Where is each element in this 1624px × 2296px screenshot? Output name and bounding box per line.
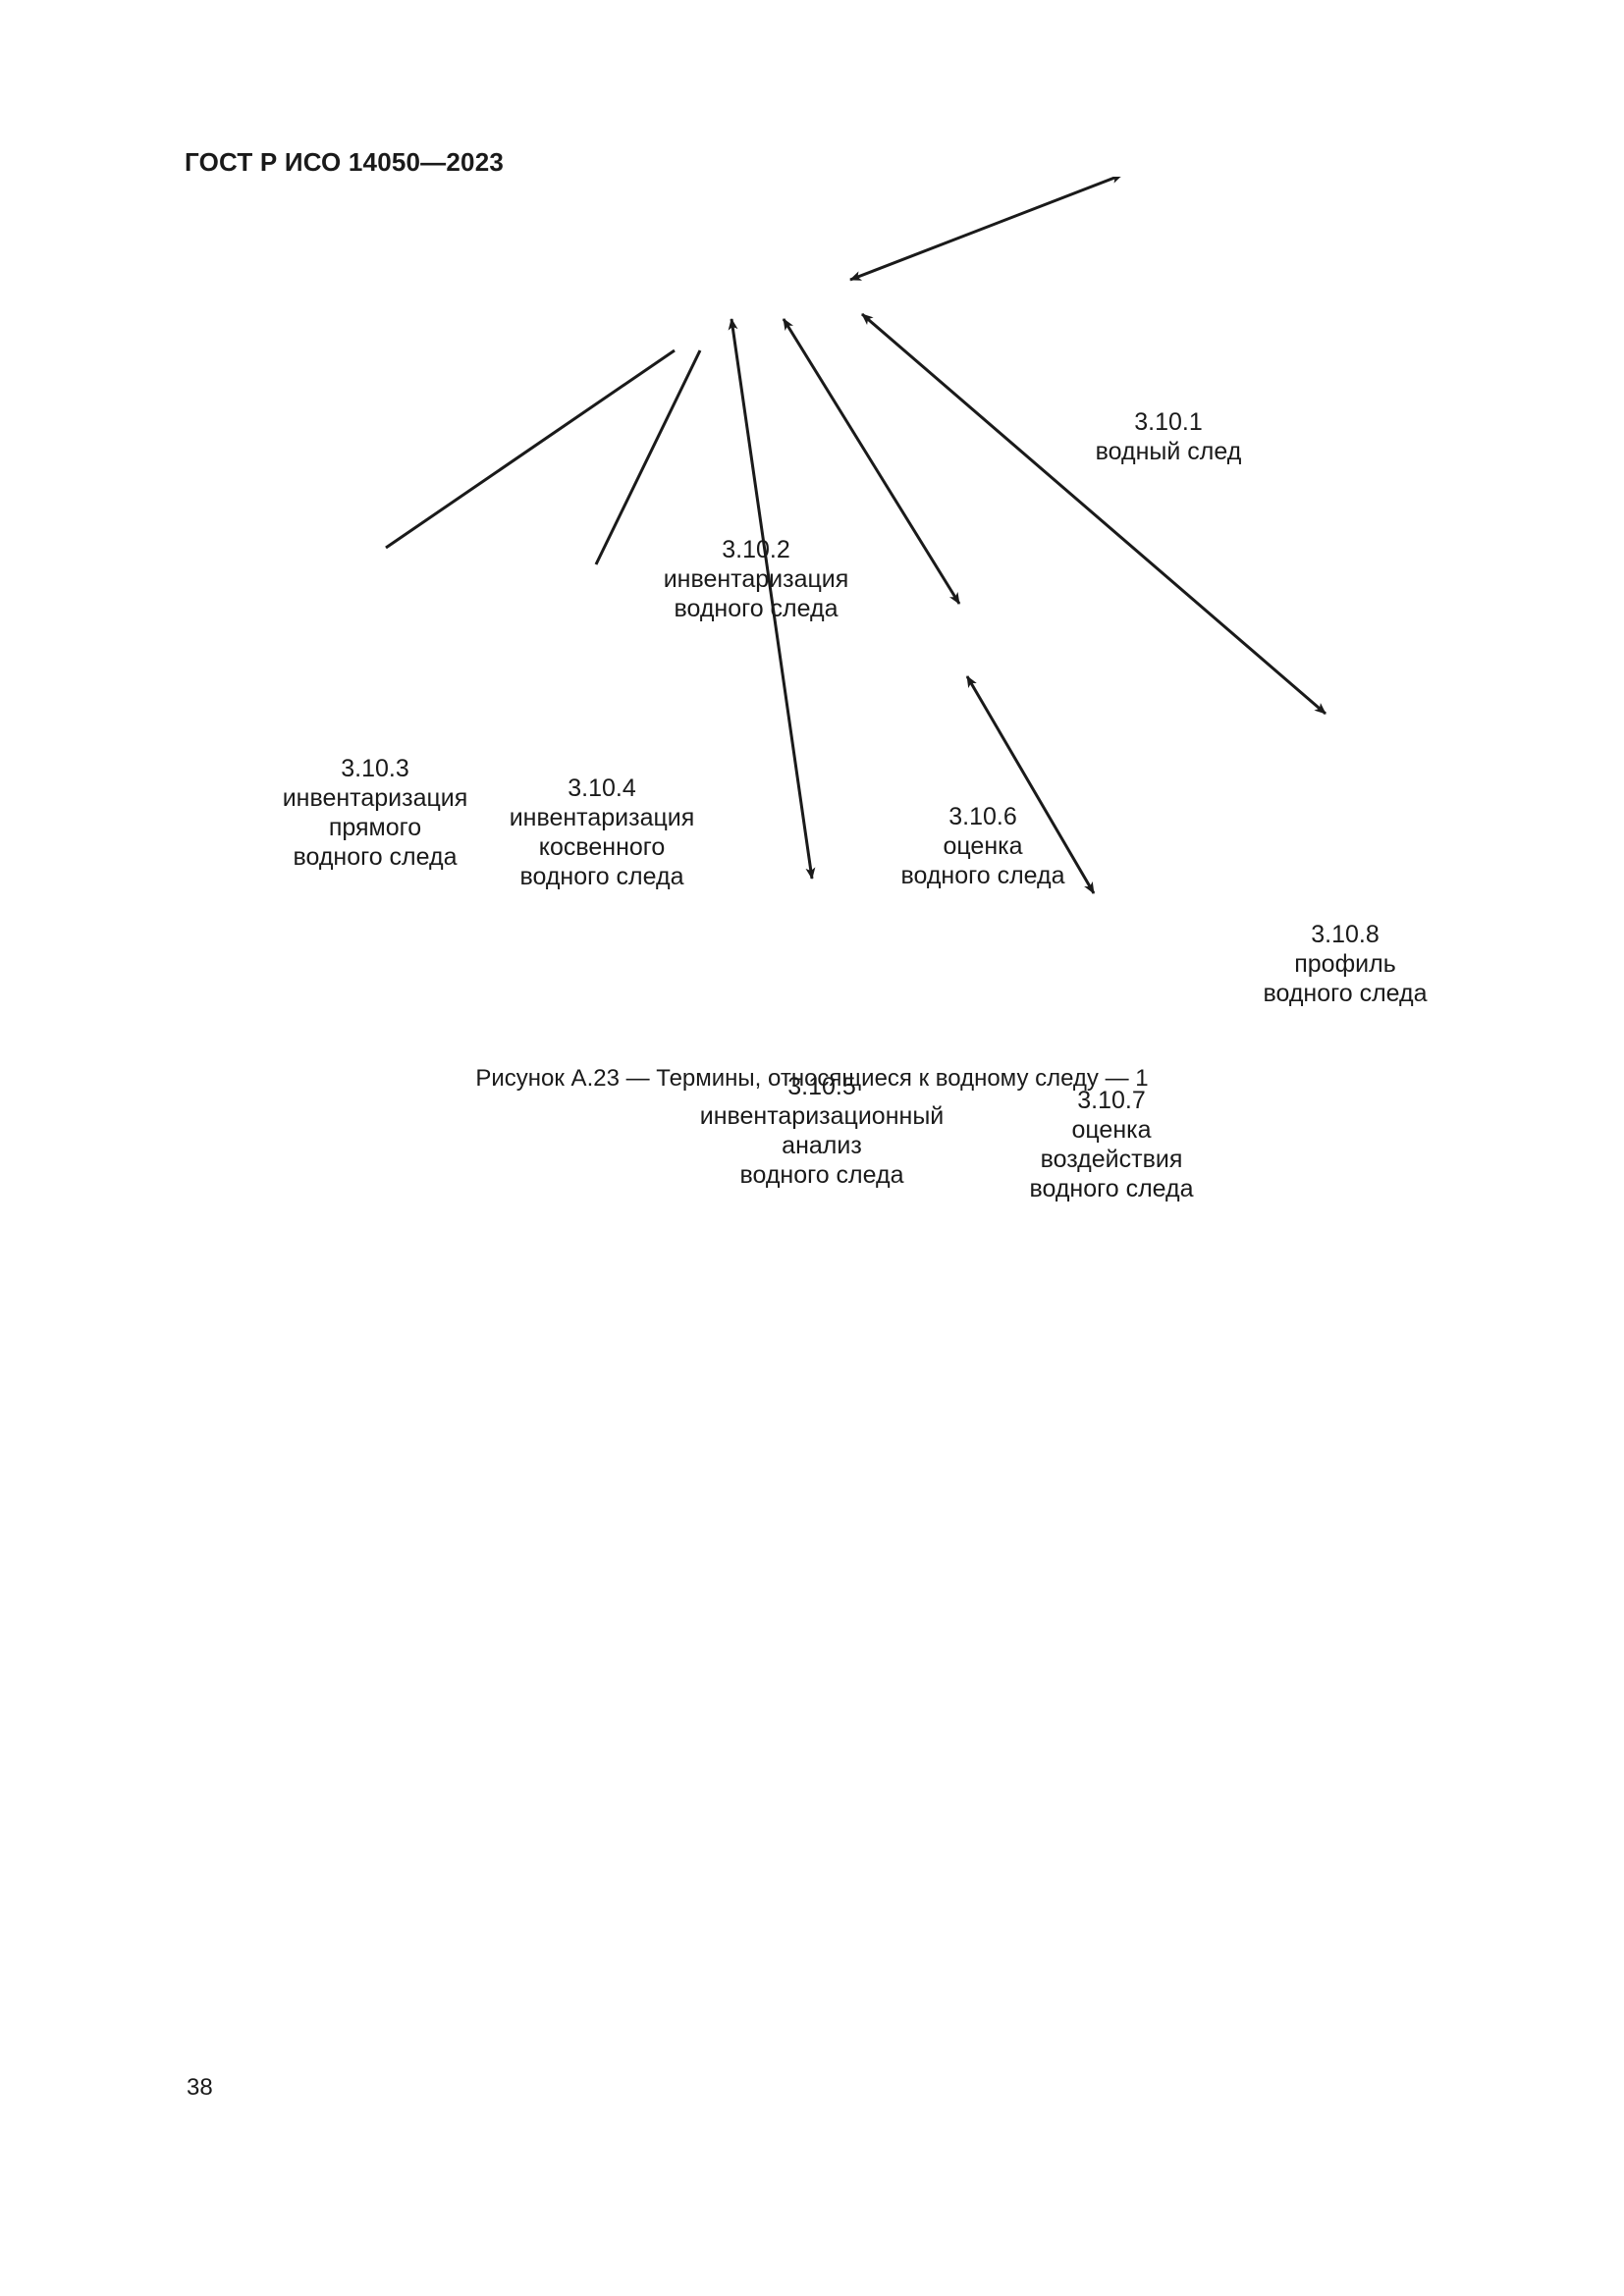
node-3-10-2-term: инвентаризация водного следа	[664, 564, 849, 623]
edge-3-10-3-to-3-10-2	[385, 348, 676, 550]
node-3-10-5-term-line: водного следа	[739, 1161, 904, 1189]
node-3-10-6[interactable]: 3.10.6 оценка водного следа	[900, 802, 1064, 890]
node-3-10-1-number: 3.10.1	[1134, 408, 1203, 436]
node-3-10-7[interactable]: 3.10.7 оценка воздействия водного следа	[1029, 1086, 1193, 1203]
edge-3-10-2-to-3-10-1	[849, 177, 1123, 282]
figure-caption: Рисунок А.23 — Термины, относящиеся к во…	[475, 1065, 1149, 1092]
node-3-10-6-term-line: оценка	[943, 832, 1023, 860]
node-3-10-8-term-line: водного следа	[1263, 980, 1428, 1007]
node-3-10-3-term-line: водного следа	[293, 843, 458, 871]
node-3-10-2-number: 3.10.2	[722, 536, 790, 563]
node-3-10-1[interactable]: 3.10.1 водный след	[1096, 407, 1242, 466]
node-3-10-5-term-line: анализ	[782, 1132, 862, 1159]
node-3-10-6-number: 3.10.6	[948, 803, 1017, 830]
node-3-10-1-term-line: водный след	[1095, 438, 1242, 465]
node-3-10-5[interactable]: 3.10.5 инвентаризационный анализ водного…	[700, 1072, 945, 1190]
node-3-10-5-term-line: инвентаризационный	[699, 1102, 945, 1130]
node-3-10-5-term: инвентаризационный анализ водного следа	[700, 1101, 945, 1190]
node-3-10-4-number: 3.10.4	[568, 774, 636, 802]
node-3-10-7-term-line: водного следа	[1029, 1175, 1194, 1202]
node-3-10-7-term-line: оценка	[1071, 1116, 1152, 1144]
figure-a23: 3.10.1 водный след 3.10.2 инвентаризация…	[0, 177, 1624, 1202]
node-3-10-3-term-line: прямого	[328, 814, 422, 841]
node-3-10-4-term-line: косвенного	[538, 833, 666, 861]
node-3-10-3-number: 3.10.3	[341, 755, 409, 782]
node-3-10-7-number: 3.10.7	[1077, 1087, 1146, 1114]
node-3-10-8-term: профиль водного следа	[1263, 949, 1427, 1008]
diagram-connectors	[385, 177, 1326, 894]
page-number: 38	[187, 2074, 213, 2101]
node-3-10-7-term-line: воздействия	[1040, 1146, 1183, 1173]
edge-3-10-2-to-3-10-5	[728, 318, 816, 880]
node-3-10-4[interactable]: 3.10.4 инвентаризация косвенного водного…	[510, 774, 695, 891]
node-3-10-2-term-line: инвентаризация	[663, 565, 849, 593]
edge-3-10-2-to-3-10-8	[861, 312, 1326, 716]
node-3-10-3-term-line: инвентаризация	[282, 784, 468, 812]
node-3-10-2-term-line: водного следа	[674, 595, 839, 622]
node-3-10-8-term-line: профиль	[1294, 950, 1396, 978]
document-header: ГОСТ Р ИСО 14050—2023	[185, 147, 505, 177]
node-3-10-8-number: 3.10.8	[1311, 921, 1380, 948]
node-3-10-5-number: 3.10.5	[787, 1073, 856, 1100]
node-3-10-7-term: оценка воздействия водного следа	[1029, 1115, 1193, 1203]
node-3-10-4-term: инвентаризация косвенного водного следа	[510, 803, 695, 891]
node-3-10-4-term-line: инвентаризация	[509, 804, 695, 831]
edge-3-10-4-to-3-10-2	[594, 349, 702, 565]
node-3-10-4-term-line: водного следа	[519, 863, 684, 890]
node-3-10-6-term: оценка водного следа	[900, 831, 1064, 890]
node-3-10-3-term: инвентаризация прямого водного следа	[283, 783, 468, 872]
node-3-10-6-term-line: водного следа	[900, 862, 1065, 889]
node-3-10-8[interactable]: 3.10.8 профиль водного следа	[1263, 920, 1427, 1008]
node-3-10-1-term: водный след	[1096, 437, 1242, 466]
node-3-10-2[interactable]: 3.10.2 инвентаризация водного следа	[664, 535, 849, 623]
node-3-10-3[interactable]: 3.10.3 инвентаризация прямого водного сл…	[283, 754, 468, 872]
